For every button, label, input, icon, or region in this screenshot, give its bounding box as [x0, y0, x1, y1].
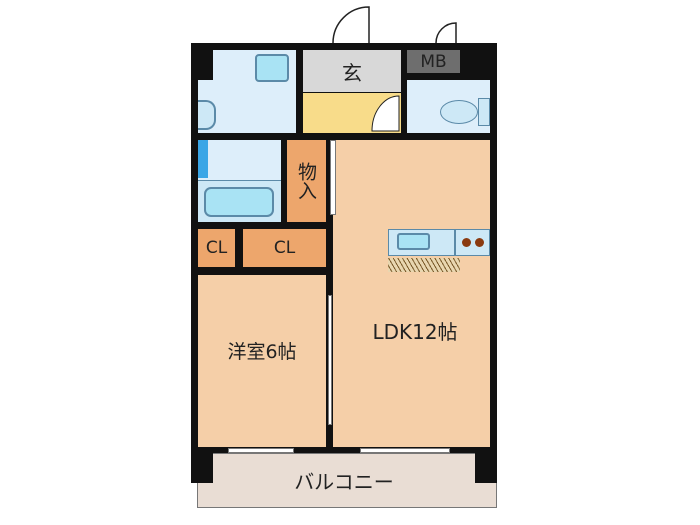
entry-door-icons	[332, 6, 457, 44]
burner-icon	[475, 238, 484, 247]
storage	[287, 140, 326, 222]
storage-label: 物入	[295, 162, 317, 200]
ldk	[333, 140, 490, 447]
western-room	[198, 275, 326, 447]
window-ldk	[360, 448, 450, 453]
ldk-label: LDK12帖	[372, 319, 458, 344]
closet-large	[243, 229, 326, 267]
western-room-label: 洋室6帖	[227, 340, 297, 363]
sliding-door	[328, 295, 332, 425]
front-door-icon	[332, 6, 370, 44]
toilet-bowl-icon	[440, 100, 478, 124]
balcony-pillar-left	[191, 448, 213, 483]
meter-box	[407, 50, 460, 73]
mb-door-icon	[435, 22, 457, 44]
washing-machine-icon	[198, 100, 216, 130]
storage-door	[330, 140, 336, 215]
wood-counter-pattern	[388, 258, 460, 272]
hall-door-icon	[371, 95, 400, 132]
stove	[455, 229, 490, 256]
bathtub-icon	[204, 187, 274, 217]
sink-icon	[255, 54, 289, 82]
meter-box-label: MB	[420, 51, 447, 72]
balcony-label: バルコニー	[294, 469, 394, 494]
balcony	[197, 453, 497, 508]
balcony-pillar-right	[475, 448, 497, 483]
toilet-tank-icon	[478, 98, 490, 126]
burner-icon	[462, 238, 471, 247]
closet-large-label: CL	[273, 238, 296, 258]
closet-small	[198, 229, 235, 267]
entrance-label: 玄	[342, 60, 362, 85]
entrance	[303, 50, 401, 92]
kitchen-sink-icon	[397, 233, 430, 250]
wall-pillar	[198, 50, 213, 80]
closet-small-label: CL	[205, 238, 228, 258]
bath-mirror	[198, 140, 208, 178]
window-western-room	[228, 448, 294, 453]
